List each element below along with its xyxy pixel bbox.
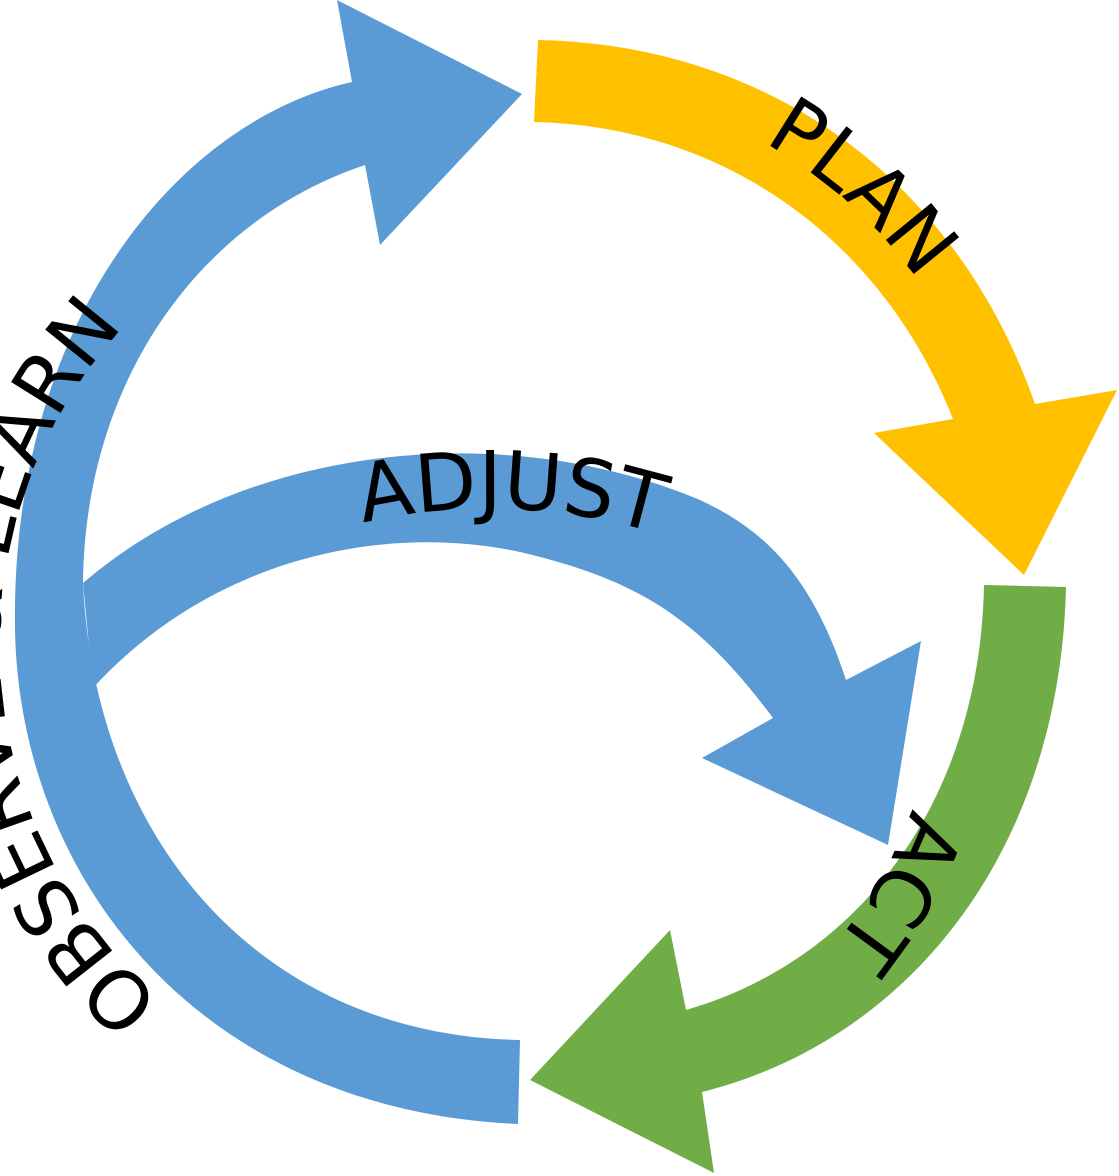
adjust-arc xyxy=(83,453,921,845)
observe-learn-arc xyxy=(14,0,523,1124)
plan-arrow xyxy=(534,40,1117,575)
observe-learn-arrow xyxy=(14,0,523,1124)
act-arrow xyxy=(530,585,1066,1173)
act-arc xyxy=(530,585,1066,1173)
adjust-arrow xyxy=(83,453,921,845)
plan-arc xyxy=(534,40,1117,575)
